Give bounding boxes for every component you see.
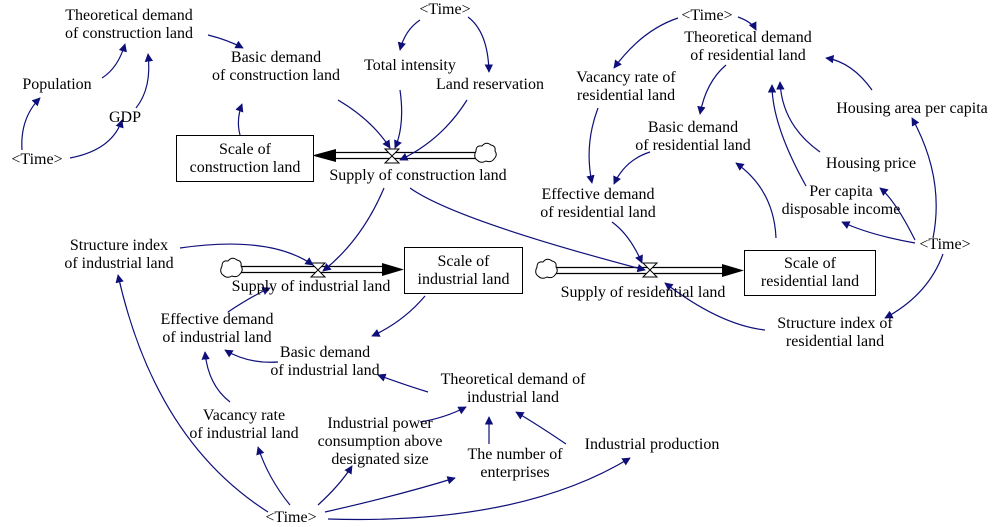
link-basic-construction-to-supply (337, 99, 391, 149)
label-per-capita-income: Per capita disposable income (781, 183, 901, 218)
residential-flow-arrowhead (722, 264, 744, 277)
link-structure-residential-to-supply (664, 282, 766, 331)
link-time-to-industrial-power (317, 465, 353, 506)
label-basic-demand-industrial: Basic demand of industrial land (270, 344, 380, 379)
link-time-to-theoretical-residential (737, 16, 757, 31)
stock-scale-residential-land: Scale of residential land (744, 250, 876, 296)
label-number-of-enterprises: The number of enterprises (467, 446, 563, 481)
industrial-valve-icon (309, 262, 327, 278)
label-housing-price: Housing price (825, 155, 917, 172)
label-land-reservation: Land reservation (436, 76, 544, 93)
label-industrial-power-consumption: Industrial power consumption above desig… (317, 415, 443, 468)
link-scale-construction-to-basic (235, 103, 244, 136)
stock-label-line: construction land (189, 158, 301, 176)
label-effective-demand-residential: Effective demand of residential land (540, 186, 656, 221)
label-time-left: <Time> (11, 151, 63, 168)
label-theoretical-demand-industrial: Theoretical demand of industrial land (440, 371, 586, 406)
label-structure-index-industrial: Structure index of industrial land (64, 237, 174, 272)
link-theoretical-to-basic-construction (207, 34, 244, 49)
label-supply-industrial-land: Supply of industrial land (231, 278, 391, 295)
link-time-to-gdp (69, 119, 124, 159)
label-effective-demand-industrial: Effective demand of industrial land (160, 311, 274, 346)
construction-flow-pipe (312, 142, 497, 164)
link-basic-to-effective-residential (613, 151, 651, 185)
link-supply-construction-to-industrial (322, 187, 385, 272)
label-total-intensity: Total intensity (364, 57, 456, 74)
stock-scale-construction-land: Scale of construction land (176, 135, 314, 182)
cloud-source-construction-icon (474, 142, 497, 163)
cloud-source-residential-icon (535, 258, 558, 279)
stock-label-line: Scale of (784, 255, 836, 272)
stock-scale-industrial-land: Scale of industrial land (404, 247, 523, 294)
link-population-to-theoretical-construction (101, 43, 127, 79)
link-time-to-housing-area (911, 117, 937, 239)
link-time-to-housing-price (879, 187, 916, 241)
label-time-top: <Time> (419, 1, 471, 18)
link-time-to-structure-industrial (115, 274, 269, 513)
link-theoretical-to-basic-residential (697, 64, 727, 115)
label-supply-residential-land: Supply of residential land (560, 284, 726, 301)
stock-label-line: Scale of (437, 252, 490, 270)
link-time-to-vacancy-residential (613, 17, 679, 69)
link-scale-industrial-to-basic (371, 295, 426, 337)
link-industrial-power-to-theoretical (419, 406, 467, 423)
link-per-capita-income-to-theoretical-residential (767, 84, 807, 187)
label-vacancy-rate-residential: Vacancy rate of residential land (576, 69, 676, 104)
stock-label-line: residential land (760, 273, 860, 290)
industrial-flow-pipe (220, 257, 404, 278)
label-structure-index-residential: Structure index of residential land (777, 315, 893, 350)
link-time-to-population (21, 97, 41, 151)
link-total-intensity-to-supply (394, 89, 403, 149)
label-theoretical-demand-construction: Theoretical demand of construction land (65, 7, 193, 42)
stock-label-line: industrial land (417, 270, 510, 288)
link-time-to-land-reservation (467, 16, 494, 73)
link-structure-industrial-to-supply (179, 243, 314, 266)
link-time-to-per-capita-income (841, 221, 916, 244)
link-time-to-structure-residential (884, 253, 944, 319)
label-time-bottom: <Time> (265, 509, 317, 526)
label-basic-demand-construction: Basic demand of construction land (212, 49, 340, 84)
link-time-to-industrial-production (327, 457, 631, 521)
link-effective-industrial-to-supply (227, 287, 271, 313)
link-time-to-vacancy-industrial (256, 446, 291, 506)
label-basic-demand-residential: Basic demand of residential land (635, 119, 751, 154)
label-vacancy-rate-industrial: Vacancy rate of industrial land (189, 407, 299, 442)
residential-valve-icon (641, 262, 659, 278)
link-vacancy-to-effective-industrial (201, 351, 231, 403)
label-industrial-production: Industrial production (584, 436, 720, 453)
link-vacancy-to-effective-residential (586, 107, 599, 184)
link-time-to-enterprises (324, 476, 456, 513)
industrial-flow-arrowhead (382, 263, 404, 276)
link-housing-price-to-theoretical-residential (776, 81, 821, 153)
link-time-to-total-intensity (397, 19, 421, 51)
link-theoretical-to-basic-industrial (377, 373, 429, 393)
link-basic-to-effective-industrial (224, 349, 279, 363)
construction-flow-arrowhead (312, 149, 336, 162)
link-land-reservation-to-supply (399, 99, 468, 161)
link-production-to-theoretical (515, 411, 567, 445)
link-gdp-to-theoretical-construction (135, 53, 154, 109)
label-population: Population (22, 76, 92, 93)
stock-label-line: Scale of (219, 140, 271, 158)
construction-valve-icon (383, 148, 401, 164)
label-housing-area-per-capita: Housing area per capita (836, 100, 988, 117)
label-supply-construction-land: Supply of construction land (329, 167, 507, 184)
label-time-top-right: <Time> (681, 7, 733, 24)
label-theoretical-demand-residential: Theoretical demand of residential land (684, 29, 812, 64)
link-supply-construction-to-residential (409, 187, 646, 273)
link-effective-to-supply-residential (611, 221, 643, 264)
cloud-source-industrial-icon (220, 257, 243, 278)
label-gdp: GDP (108, 109, 141, 126)
label-time-right: <Time> (919, 236, 971, 253)
link-housing-area-to-theoretical-residential (825, 55, 873, 91)
link-scale-residential-to-basic (735, 162, 777, 239)
